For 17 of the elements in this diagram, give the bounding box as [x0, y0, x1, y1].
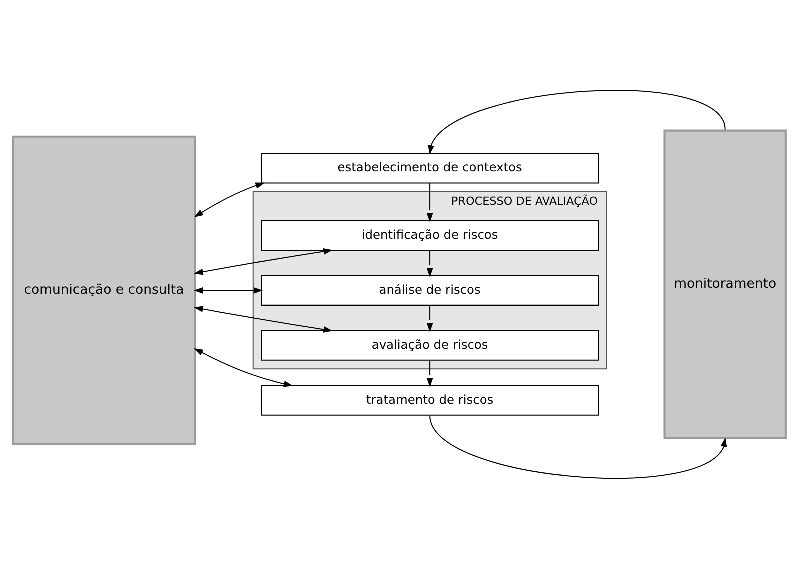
- arrow: [194, 182, 264, 218]
- arrow: [194, 348, 293, 388]
- arrow: [194, 248, 332, 276]
- arrow: [193, 287, 263, 294]
- arrow: [426, 250, 433, 278]
- node-box: identificação de riscos: [260, 220, 599, 251]
- node-box: comunicação e consulta: [12, 136, 196, 446]
- arrow: [426, 183, 433, 222]
- arrow: [194, 306, 332, 333]
- arrow: [426, 305, 433, 332]
- node-box: estabelecimento de contextos: [260, 153, 599, 184]
- node-box: avaliação de riscos: [260, 330, 599, 361]
- node-box: análise de riscos: [260, 275, 599, 306]
- node-box: monitoramento: [663, 130, 786, 440]
- arrow: [429, 416, 727, 479]
- node-box: tratamento de riscos: [260, 385, 599, 416]
- arrow: [426, 360, 433, 388]
